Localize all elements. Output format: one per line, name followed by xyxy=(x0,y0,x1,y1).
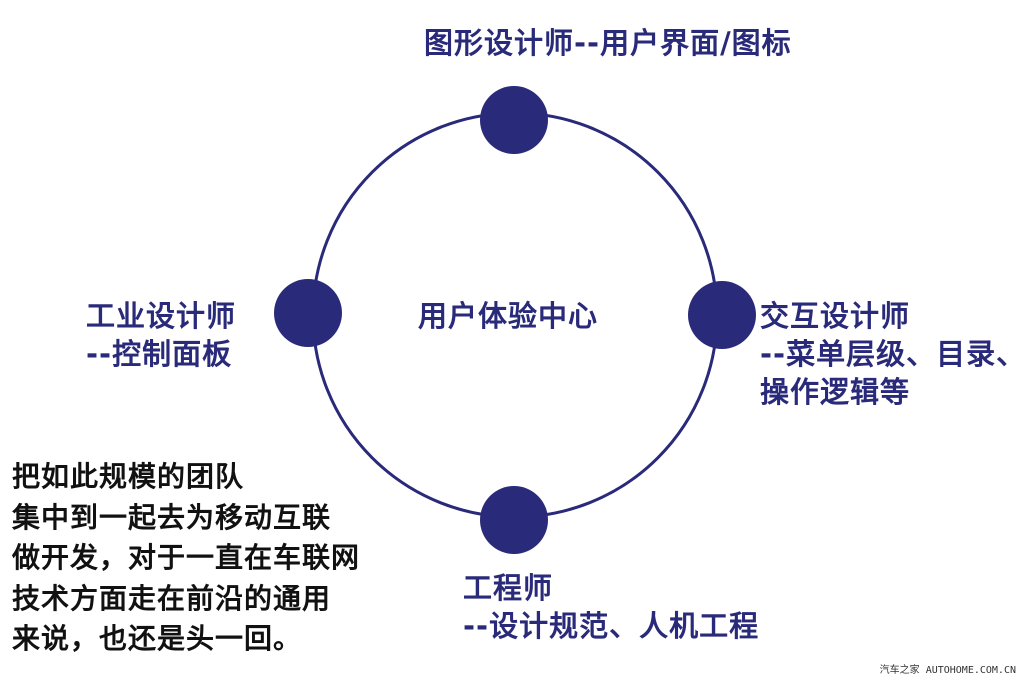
node-graphic-designer xyxy=(480,86,548,154)
graphic-designer-label: 图形设计师--用户界面/图标 xyxy=(424,26,792,60)
node-industrial-designer xyxy=(274,279,342,347)
interaction-designer-detail-2: 操作逻辑等 xyxy=(760,375,911,409)
watermark: 汽车之家 AUTOHOME.COM.CN xyxy=(880,661,1016,676)
node-engineer xyxy=(480,486,548,554)
caption-note: 把如此规模的团队 集中到一起去为移动互联 做开发，对于一直在车联网 技术方面走在… xyxy=(12,457,360,660)
engineer-detail: --设计规范、人机工程 xyxy=(463,609,760,643)
node-interaction-designer xyxy=(688,281,756,349)
interaction-designer-detail: --菜单层级、目录、 xyxy=(760,337,1024,371)
industrial-designer-title: 工业设计师 xyxy=(86,299,237,333)
caption-line: 技术方面走在前沿的通用 xyxy=(12,581,332,615)
industrial-designer-label: 工业设计师 --控制面板 xyxy=(86,297,236,373)
caption-line: 集中到一起去为移动互联 xyxy=(12,500,332,534)
watermark-site: AUTOHOME.COM.CN xyxy=(925,665,1016,676)
industrial-designer-detail: --控制面板 xyxy=(86,337,233,371)
engineer-label: 工程师 --设计规范、人机工程 xyxy=(463,569,759,645)
engineer-title: 工程师 xyxy=(463,571,554,605)
interaction-designer-title: 交互设计师 xyxy=(760,299,911,333)
watermark-brand: 汽车之家 xyxy=(879,665,920,676)
caption-line: 做开发，对于一直在车联网 xyxy=(12,541,361,574)
interaction-designer-label: 交互设计师 --菜单层级、目录、 操作逻辑等 xyxy=(760,297,1024,411)
caption-line: 来说，也还是头一回。 xyxy=(12,622,303,655)
center-label: 用户体验中心 xyxy=(418,299,599,333)
caption-line: 把如此规模的团队 xyxy=(12,460,245,493)
